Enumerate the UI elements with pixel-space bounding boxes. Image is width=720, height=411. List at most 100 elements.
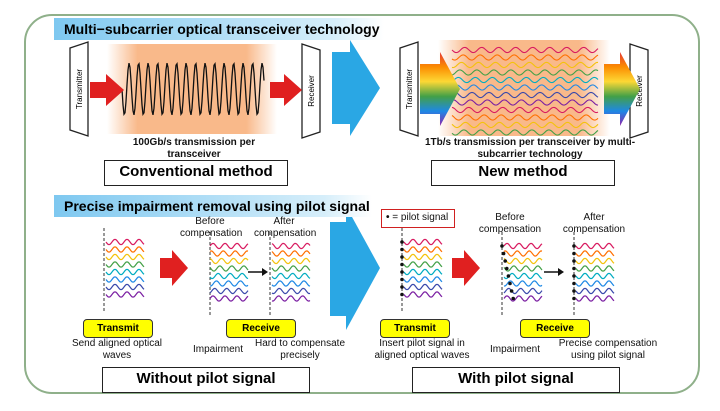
subcarrier-wave (451, 76, 599, 84)
subcarrier-wave (451, 106, 599, 114)
pilot-signal-dot (500, 244, 504, 248)
optical-wave (105, 276, 145, 283)
conventional-single-wave (121, 62, 265, 116)
pilot-signal-dot (508, 281, 512, 286)
optical-wave (503, 242, 543, 250)
before-bundle-without (209, 232, 249, 316)
optical-wave (503, 265, 543, 272)
optical-wave (271, 287, 311, 295)
subcarrier-wave (451, 121, 599, 129)
big-blue-arrow-bottom (330, 206, 380, 330)
optical-wave (209, 272, 249, 280)
receiver-label-conventional: Receiver (307, 75, 316, 107)
optical-wave (105, 268, 145, 276)
subcarrier-wave (451, 99, 599, 106)
subcarrier-wave (451, 54, 599, 61)
pilot-signal-dot (572, 244, 576, 248)
optical-wave (575, 272, 615, 280)
pilot-signal-dot (572, 289, 576, 293)
transmitter-label-conventional: Transmitter (75, 69, 84, 109)
optical-wave (575, 242, 615, 250)
conventional-method-title: Conventional method (104, 160, 288, 186)
receiver-box-conventional (301, 43, 321, 139)
optical-wave (575, 295, 615, 302)
optical-wave (105, 246, 145, 253)
pilot-signal-dot (400, 285, 404, 289)
optical-wave (575, 257, 615, 265)
big-blue-arrow-top (332, 40, 380, 136)
optical-wave (503, 287, 543, 295)
optical-wave (575, 250, 615, 257)
red-arrow-without-pilot (160, 250, 188, 286)
black-arrow-with-pilot (544, 268, 564, 276)
pilot-signal-dot (400, 247, 404, 252)
optical-wave (504, 280, 543, 287)
optical-wave (209, 295, 249, 302)
before-compensation-label-without: Before compensation (180, 216, 243, 239)
optical-wave (403, 268, 443, 276)
optical-wave (575, 265, 615, 272)
bottom-banner: Precise impairment removal using pilot s… (54, 195, 372, 217)
optical-wave (403, 238, 443, 246)
optical-wave (105, 261, 145, 268)
subcarrier-wave (451, 69, 599, 76)
optical-wave (403, 276, 443, 283)
impairment-note-with: Impairment (489, 344, 540, 355)
pilot-signal-dot (400, 240, 404, 244)
subcarrier-wave (451, 114, 599, 121)
send-aligned-waves-note: Send aligned optical waves (71, 338, 163, 361)
optical-wave (209, 242, 249, 250)
pilot-signal-dot (572, 259, 576, 263)
pilot-signal-dot (503, 259, 508, 263)
black-arrow-without-pilot (248, 268, 268, 276)
transmit-bundle-without (103, 228, 145, 312)
optical-wave (403, 261, 443, 268)
wave-bundles (103, 228, 615, 316)
subcarrier-wave (451, 84, 599, 91)
impairment-note-without: Impairment (192, 344, 243, 355)
pilot-signal-dot (509, 289, 514, 293)
new-method-caption: 1Tb/s transmission per transceiver by mu… (424, 137, 636, 160)
pilot-signal-dot (505, 266, 509, 271)
optical-wave (209, 265, 249, 272)
pilot-signal-dot (572, 281, 576, 286)
pilot-signal-dot (572, 296, 576, 301)
optical-wave (271, 250, 311, 257)
subcarrier-wave (451, 46, 599, 54)
after-compensation-label-with: After compensation (562, 212, 626, 235)
pilot-signal-dot (400, 277, 404, 282)
subcarrier-wave (451, 61, 598, 69)
optical-wave (271, 272, 311, 280)
optical-wave (403, 283, 443, 291)
new-method-title: New method (431, 160, 615, 186)
optical-wave (503, 250, 543, 257)
pilot-legend-text: = pilot signal (392, 212, 449, 223)
transmit-button-with: Transmit (380, 319, 450, 338)
optical-wave (271, 295, 311, 302)
pilot-signal-dot (501, 251, 506, 256)
optical-wave (271, 257, 311, 265)
optical-wave (403, 291, 443, 298)
optical-wave (503, 257, 543, 265)
pilot-signal-dot (400, 292, 404, 297)
optical-wave (105, 253, 145, 261)
optical-wave (271, 265, 311, 272)
optical-wave (403, 246, 443, 253)
after-bundle-without (269, 232, 311, 316)
transmitter-box-new (399, 41, 419, 137)
after-compensation-label-without: After compensation (254, 216, 317, 239)
subcarrier-wave (451, 129, 599, 136)
pilot-signal-dot (400, 270, 404, 274)
transmitter-label-new: Transmitter (405, 69, 414, 109)
pilot-signal-dot (400, 262, 404, 267)
optical-wave (271, 280, 311, 287)
optical-wave (105, 238, 145, 246)
pilot-signal-dot (400, 255, 404, 259)
before-compensation-label-with: Before compensation (478, 212, 542, 235)
optical-wave (105, 291, 145, 298)
optical-wave (105, 283, 145, 291)
transmit-bundle-with (400, 228, 443, 312)
optical-wave (210, 280, 249, 287)
